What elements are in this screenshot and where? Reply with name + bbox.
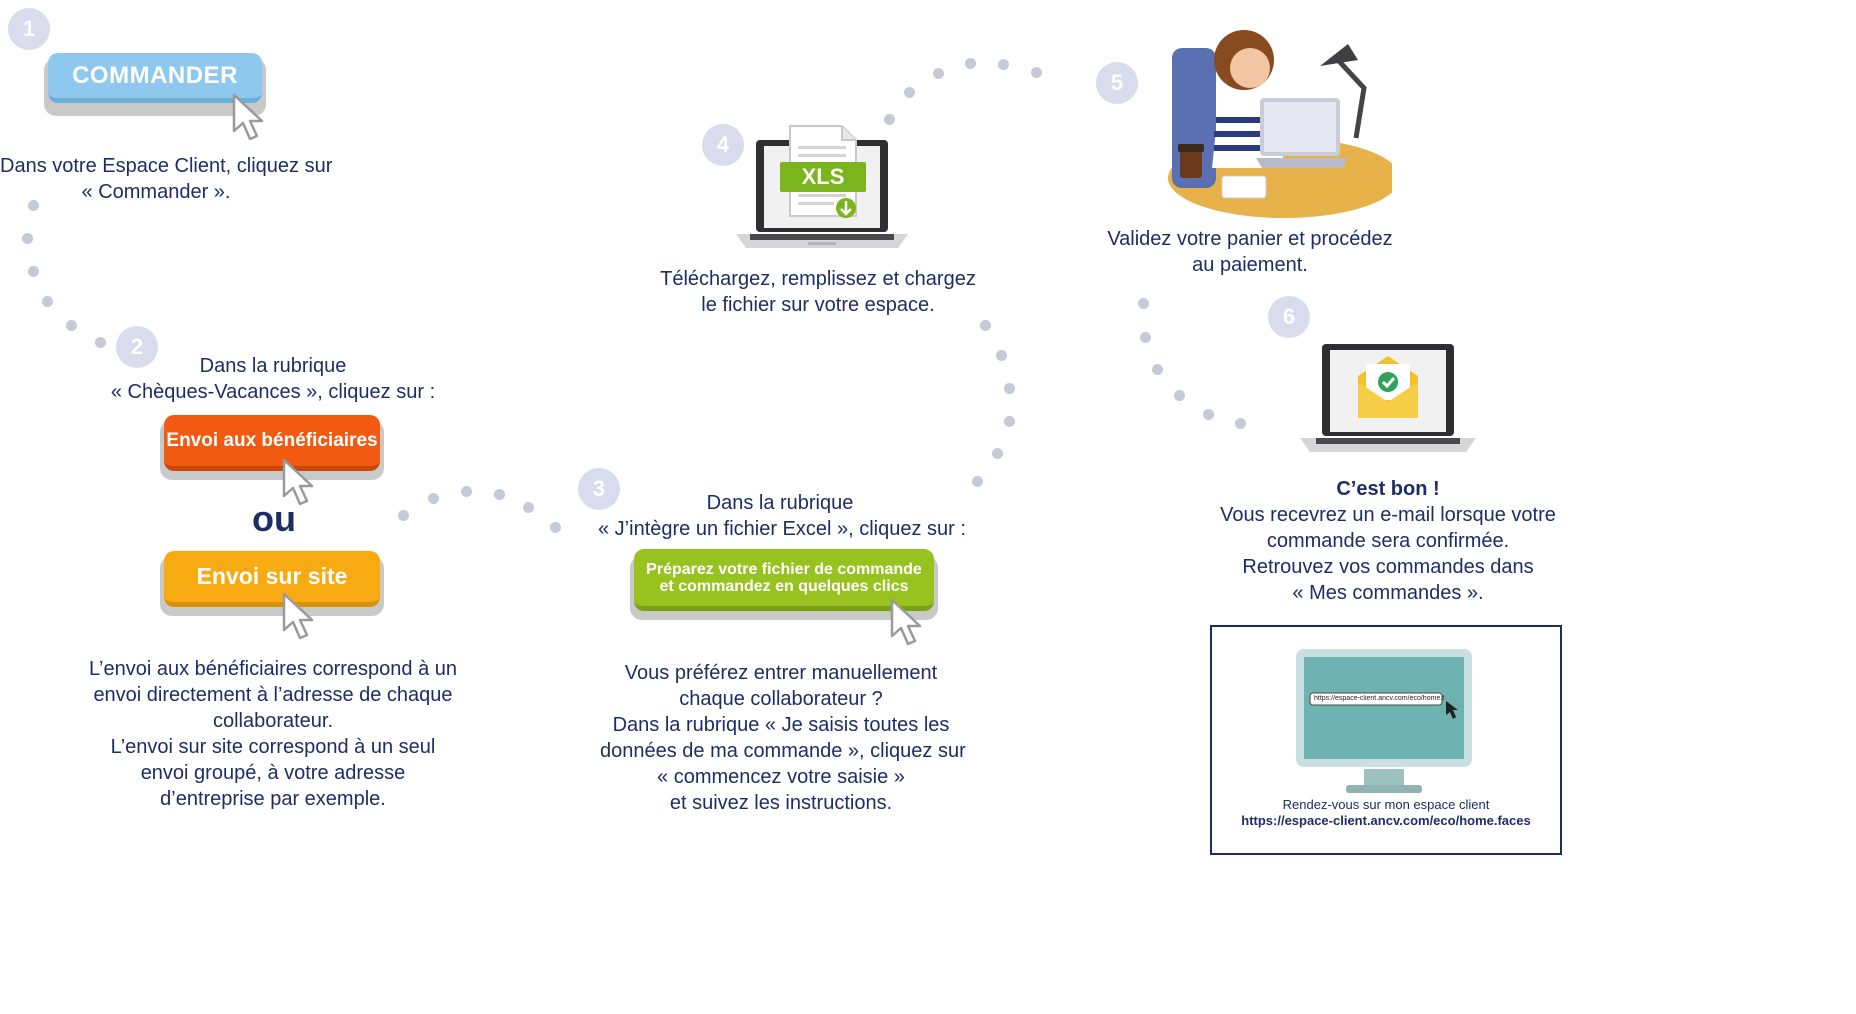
- envoi-beneficiaires-button[interactable]: Envoi aux bénéficiaires: [164, 415, 380, 471]
- step-2-intro: Dans la rubrique « Chèques-Vacances », c…: [110, 355, 436, 403]
- cursor-icon: [232, 93, 264, 141]
- step-2-description: L’envoi aux bénéficiaires correspond à u…: [88, 658, 458, 810]
- step-1-badge: 1: [8, 8, 50, 50]
- step-5-badge: 5: [1096, 62, 1138, 104]
- monitor-icon: [1296, 649, 1472, 793]
- prepare-order-file-button[interactable]: Préparez votre fichier de commande et co…: [634, 549, 934, 611]
- cursor-icon: [890, 598, 922, 646]
- cursor-icon: [282, 592, 314, 640]
- step-3-intro: Dans la rubrique « J’intègre un fichier …: [598, 492, 966, 540]
- step-3-description: Vous préférez entrer manuellement chaque…: [600, 662, 966, 814]
- espace-client-link[interactable]: https://espace-client.ancv.com/eco/home.…: [1241, 813, 1531, 828]
- step-6-text: C’est bon ! Vous recevrez un e-mail lors…: [1220, 478, 1556, 604]
- step-1-text: Dans votre Espace Client, cliquez sur « …: [0, 155, 333, 203]
- laptop-mail-illustration: [1300, 344, 1476, 452]
- step-6-badge: 6: [1268, 296, 1310, 338]
- laptop-xls-illustration: XLS: [736, 124, 908, 252]
- espace-client-panel: https://espace-client.ancv.com/eco/home.…: [1210, 625, 1562, 855]
- monitor-url: https://espace-client.ancv.com/eco/home.…: [1314, 695, 1444, 702]
- or-label: ou: [252, 498, 296, 539]
- step-5-text: Validez votre panier et procédez au paie…: [1107, 228, 1393, 276]
- xls-badge: XLS: [780, 162, 866, 192]
- cursor-icon: [282, 458, 314, 506]
- step-3-badge: 3: [578, 468, 620, 510]
- step-4-badge: 4: [702, 124, 744, 166]
- step-4-text: Téléchargez, remplissez et chargez le fi…: [660, 268, 976, 316]
- step-2-badge: 2: [116, 326, 158, 368]
- woman-at-desk-illustration: [1168, 30, 1392, 218]
- panel-caption: Rendez-vous sur mon espace client: [1282, 797, 1490, 812]
- envoi-sur-site-button[interactable]: Envoi sur site: [164, 551, 380, 607]
- commander-button[interactable]: COMMANDER: [48, 53, 262, 103]
